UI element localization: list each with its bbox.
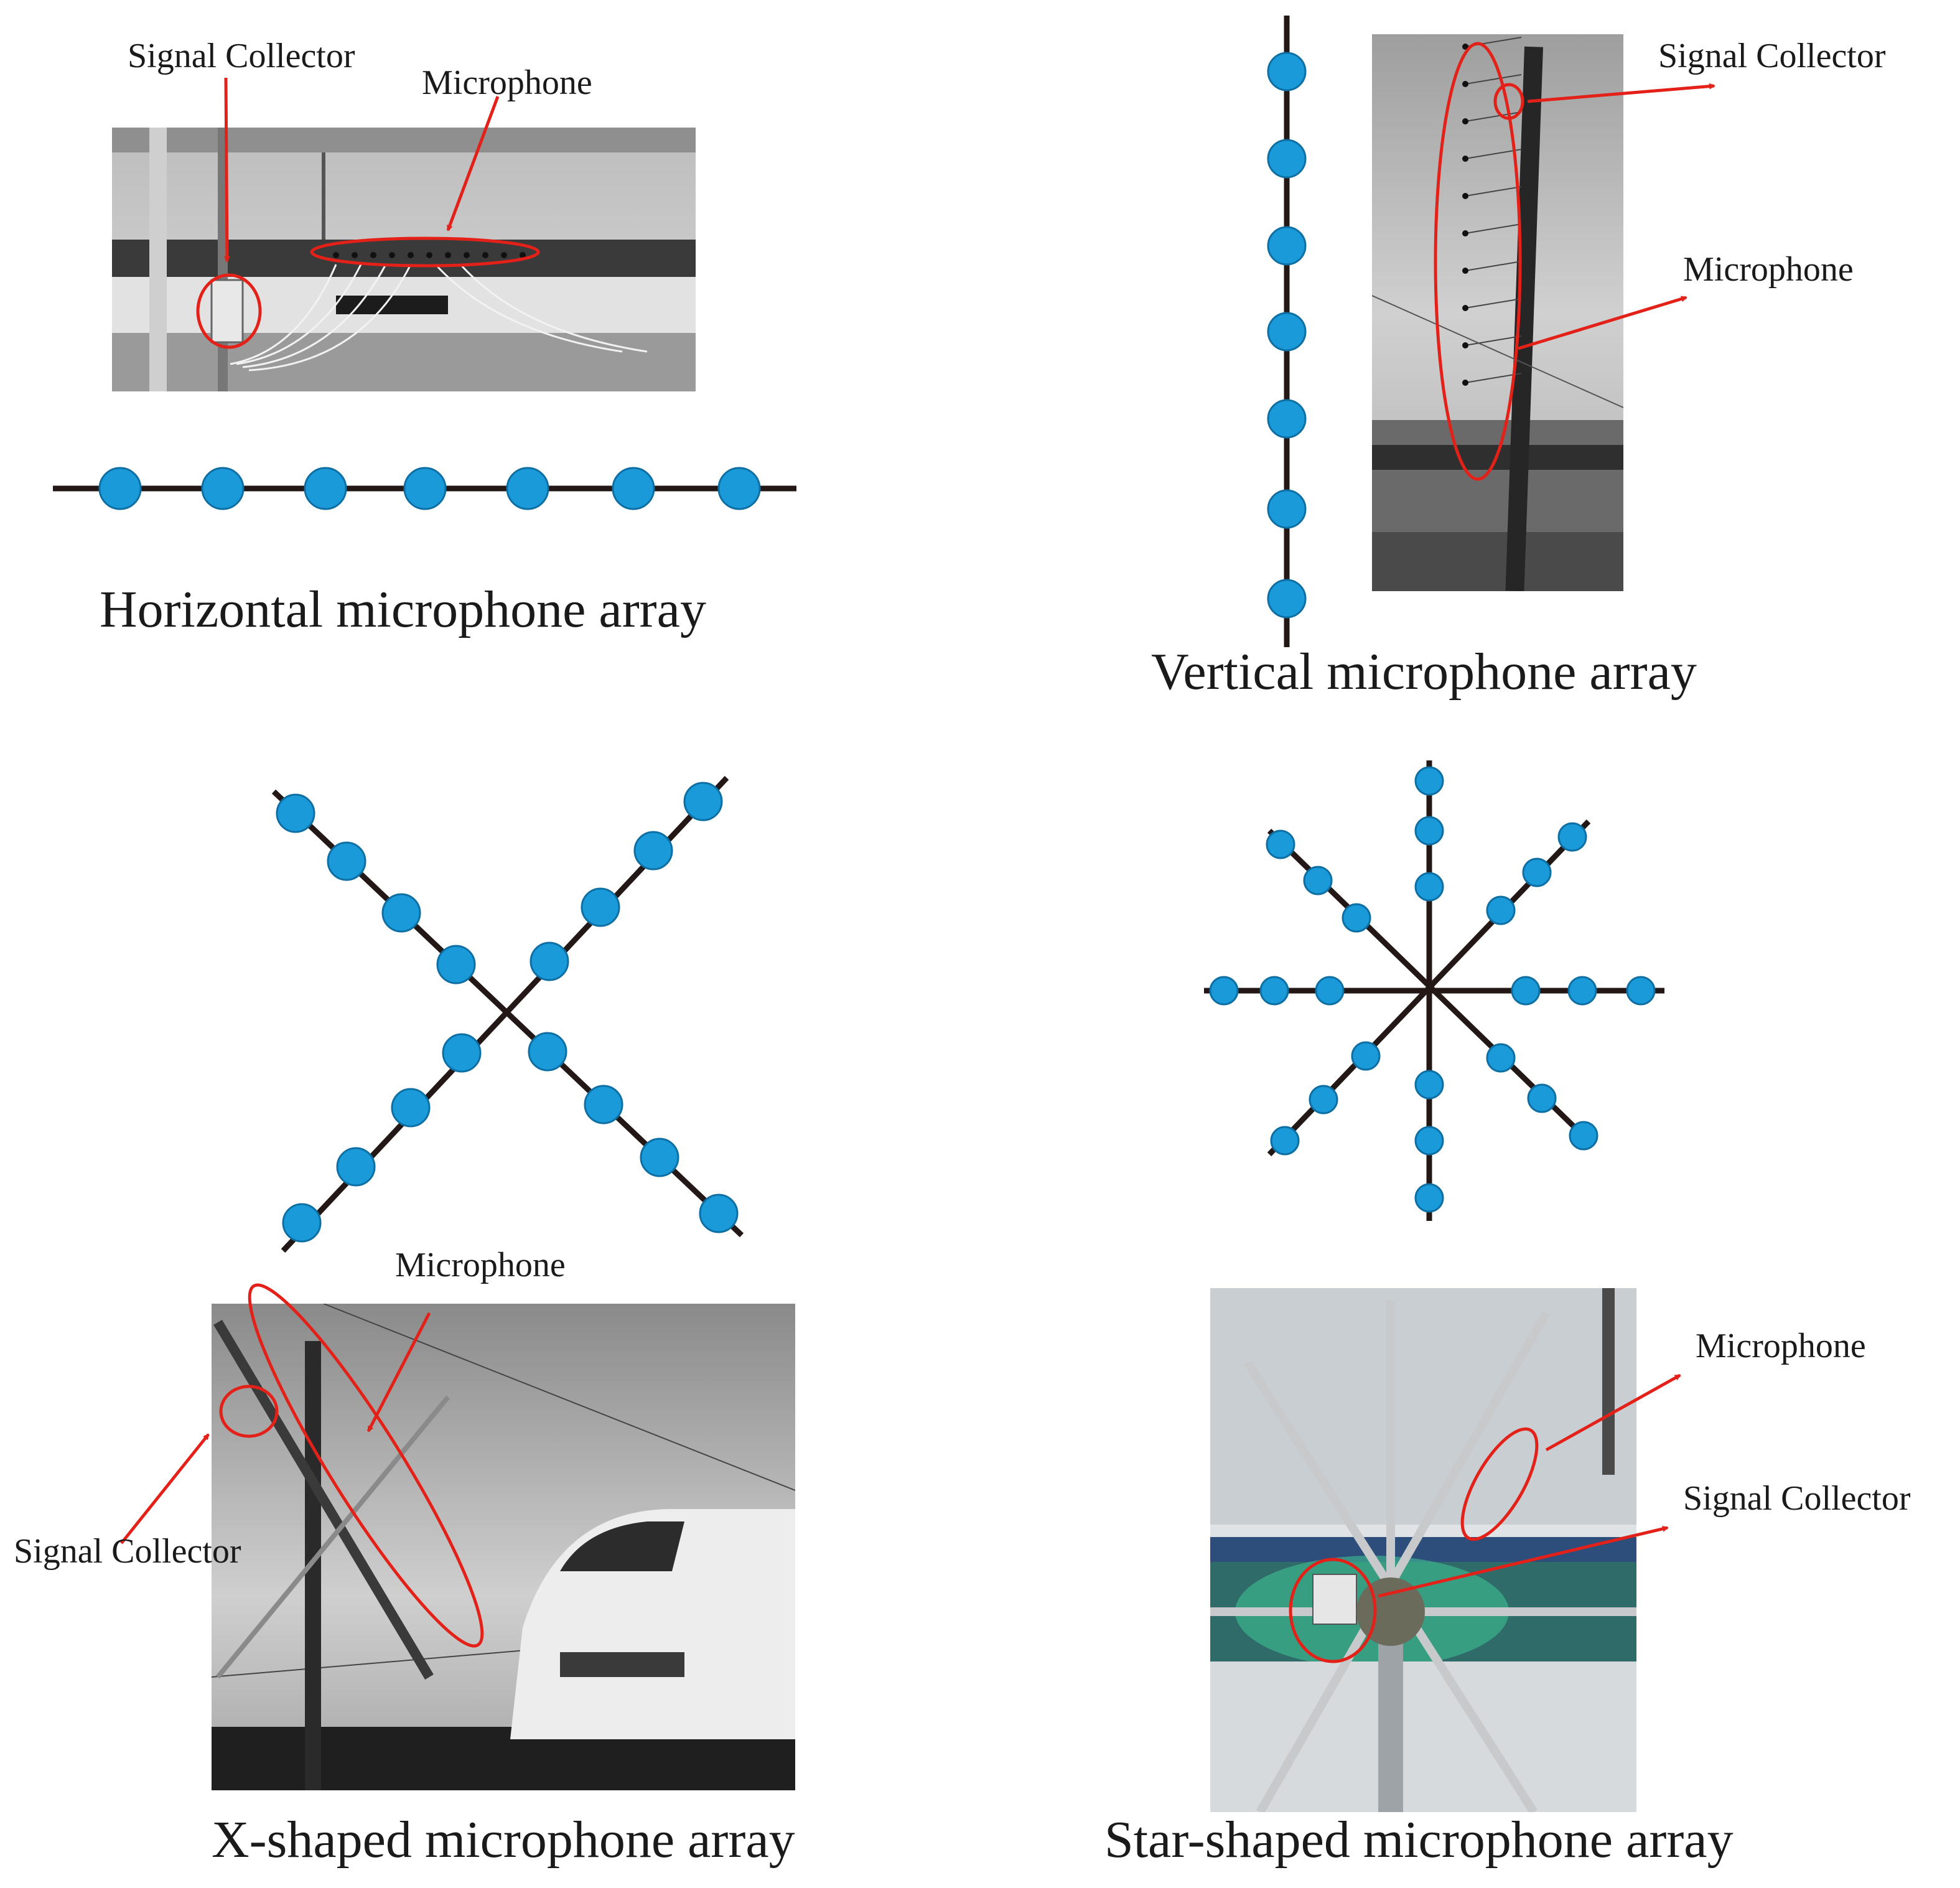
microphone-dot: [1569, 1121, 1598, 1151]
microphone-dot: [1342, 903, 1371, 933]
microphone-dot: [1315, 976, 1345, 1006]
microphone-dot: [1511, 976, 1541, 1006]
x-shaped-array-diagram: [271, 775, 744, 1253]
vertical-array-diagram: [1267, 16, 1307, 647]
x-shaped-signal-collector-label: Signal Collector: [14, 1532, 241, 1571]
star-shaped-caption: Star-shaped microphone array: [1104, 1811, 1734, 1869]
microphone-dot: [1270, 1126, 1300, 1156]
microphone-dot: [1414, 872, 1444, 902]
vertical-signal-collector-label: Signal Collector: [1658, 37, 1886, 75]
microphone-dot: [327, 841, 366, 881]
microphone-dot: [1351, 1041, 1381, 1071]
microphone-dot: [1267, 312, 1307, 352]
star-shaped-signal-collector-label: Signal Collector: [1683, 1479, 1911, 1518]
microphone-dot: [1567, 976, 1597, 1006]
microphone-dot: [612, 467, 655, 510]
microphone-dot: [403, 467, 447, 510]
microphone-dot: [584, 1085, 623, 1124]
microphone-dot: [1209, 976, 1239, 1006]
x-array-line-1: [271, 789, 744, 1238]
microphone-dot: [581, 887, 620, 927]
microphone-dot: [528, 1032, 567, 1072]
microphone-dot: [530, 942, 569, 981]
star-shaped-array-diagram: [1204, 760, 1664, 1221]
microphone-dot: [633, 831, 673, 871]
microphone-dot: [98, 467, 142, 510]
microphone-dot: [699, 1194, 739, 1233]
microphone-dot: [1486, 895, 1516, 925]
vertical-caption: Vertical microphone array: [1151, 643, 1697, 701]
horizontal-array-photo: [112, 128, 696, 391]
signal-collector-arrow: [120, 1433, 210, 1545]
microphone-dot: [1267, 139, 1307, 179]
microphone-dot: [1303, 866, 1333, 895]
microphone-dot: [1557, 822, 1587, 852]
x-array-line-2: [281, 775, 729, 1253]
microphone-dot: [640, 1138, 679, 1177]
x-shaped-microphone-label: Microphone: [395, 1246, 566, 1284]
horizontal-array-diagram: [53, 467, 796, 510]
vertical-array-photo: [1372, 34, 1623, 591]
microphone-dot: [1414, 766, 1444, 796]
microphone-dot: [442, 1033, 482, 1073]
microphone-dot: [1267, 226, 1307, 266]
microphone-dot: [381, 893, 421, 933]
microphone-dot: [1527, 1083, 1557, 1113]
microphone-dot: [201, 467, 245, 510]
microphone-dot: [1267, 399, 1307, 439]
microphone-dot: [1266, 830, 1295, 859]
microphone-dot: [436, 945, 476, 984]
microphone-dot: [1414, 816, 1444, 846]
horizontal-signal-collector-label: Signal Collector: [128, 37, 355, 75]
horizontal-microphone-label: Microphone: [422, 63, 592, 102]
horizontal-caption: Horizontal microphone array: [100, 581, 706, 638]
vertical-microphone-label: Microphone: [1683, 250, 1854, 289]
microphone-dot: [1414, 1183, 1444, 1213]
microphone-dot: [1522, 858, 1552, 887]
microphone-dot: [304, 467, 347, 510]
microphone-dot: [1414, 1126, 1444, 1156]
microphone-dot: [506, 467, 549, 510]
microphone-dot: [1414, 1070, 1444, 1100]
microphone-dot: [1267, 52, 1307, 91]
microphone-dot: [1259, 976, 1289, 1006]
x-shaped-array-photo: [212, 1304, 795, 1790]
microphone-dot: [282, 1203, 322, 1243]
microphone-dot: [717, 467, 761, 510]
microphone-dot: [1267, 489, 1307, 529]
star-shaped-array-photo: [1210, 1288, 1636, 1812]
microphone-dot: [1267, 579, 1307, 619]
microphone-dot: [391, 1088, 431, 1128]
star-shaped-microphone-label: Microphone: [1696, 1327, 1866, 1365]
microphone-dot: [336, 1147, 376, 1187]
microphone-dot: [1486, 1043, 1516, 1073]
microphone-dot: [1626, 976, 1656, 1006]
x-shaped-caption: X-shaped microphone array: [212, 1811, 795, 1869]
microphone-dot: [683, 782, 723, 821]
microphone-dot: [1309, 1085, 1338, 1115]
microphone-dot: [276, 793, 315, 833]
